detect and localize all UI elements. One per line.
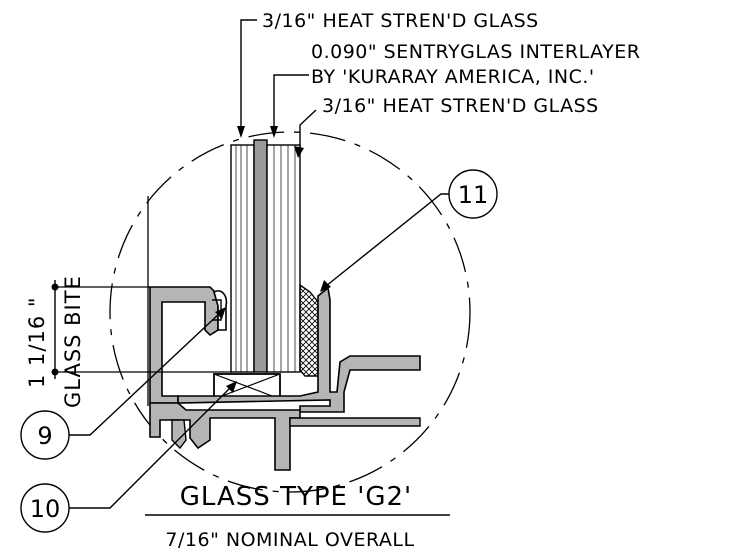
glass-bite-dimension — [51, 280, 232, 379]
inner-glass-lite — [266, 144, 301, 373]
sentryglas-interlayer — [253, 139, 268, 373]
callout-9-number: 9 — [37, 422, 52, 450]
callout-10-leader — [69, 385, 233, 509]
inner-glass-label: 3/16" HEAT STREN'D GLASS — [322, 95, 599, 117]
glass-assembly — [230, 139, 301, 373]
interlayer-label-line1: 0.090" SENTRYGLAS INTERLAYER — [311, 41, 640, 63]
callout-9-leader — [69, 311, 222, 436]
outer-glass-label: 3/16" HEAT STREN'D GLASS — [262, 10, 539, 32]
outer-glass-lite — [230, 144, 255, 373]
glass-bite-value: 1 1/16 " — [25, 296, 49, 388]
leader-arrowheads — [237, 126, 304, 158]
glazing-seal — [299, 283, 319, 377]
glass-bite-label: GLASS BITE — [61, 275, 85, 408]
glass-type-title: GLASS TYPE 'G2' — [180, 482, 412, 512]
callout-11-leader — [325, 193, 449, 287]
aluminum-frame — [149, 286, 421, 471]
nominal-overall-subtitle: 7/16" NOMINAL OVERALL — [165, 529, 414, 551]
detail-boundary-circle — [109, 131, 471, 493]
top-label-leaders — [240, 19, 317, 150]
callout-11-number: 11 — [458, 181, 489, 209]
interlayer-label-line2: BY 'KURARAY AMERICA, INC.' — [311, 66, 595, 88]
callout-10-number: 10 — [30, 495, 61, 523]
